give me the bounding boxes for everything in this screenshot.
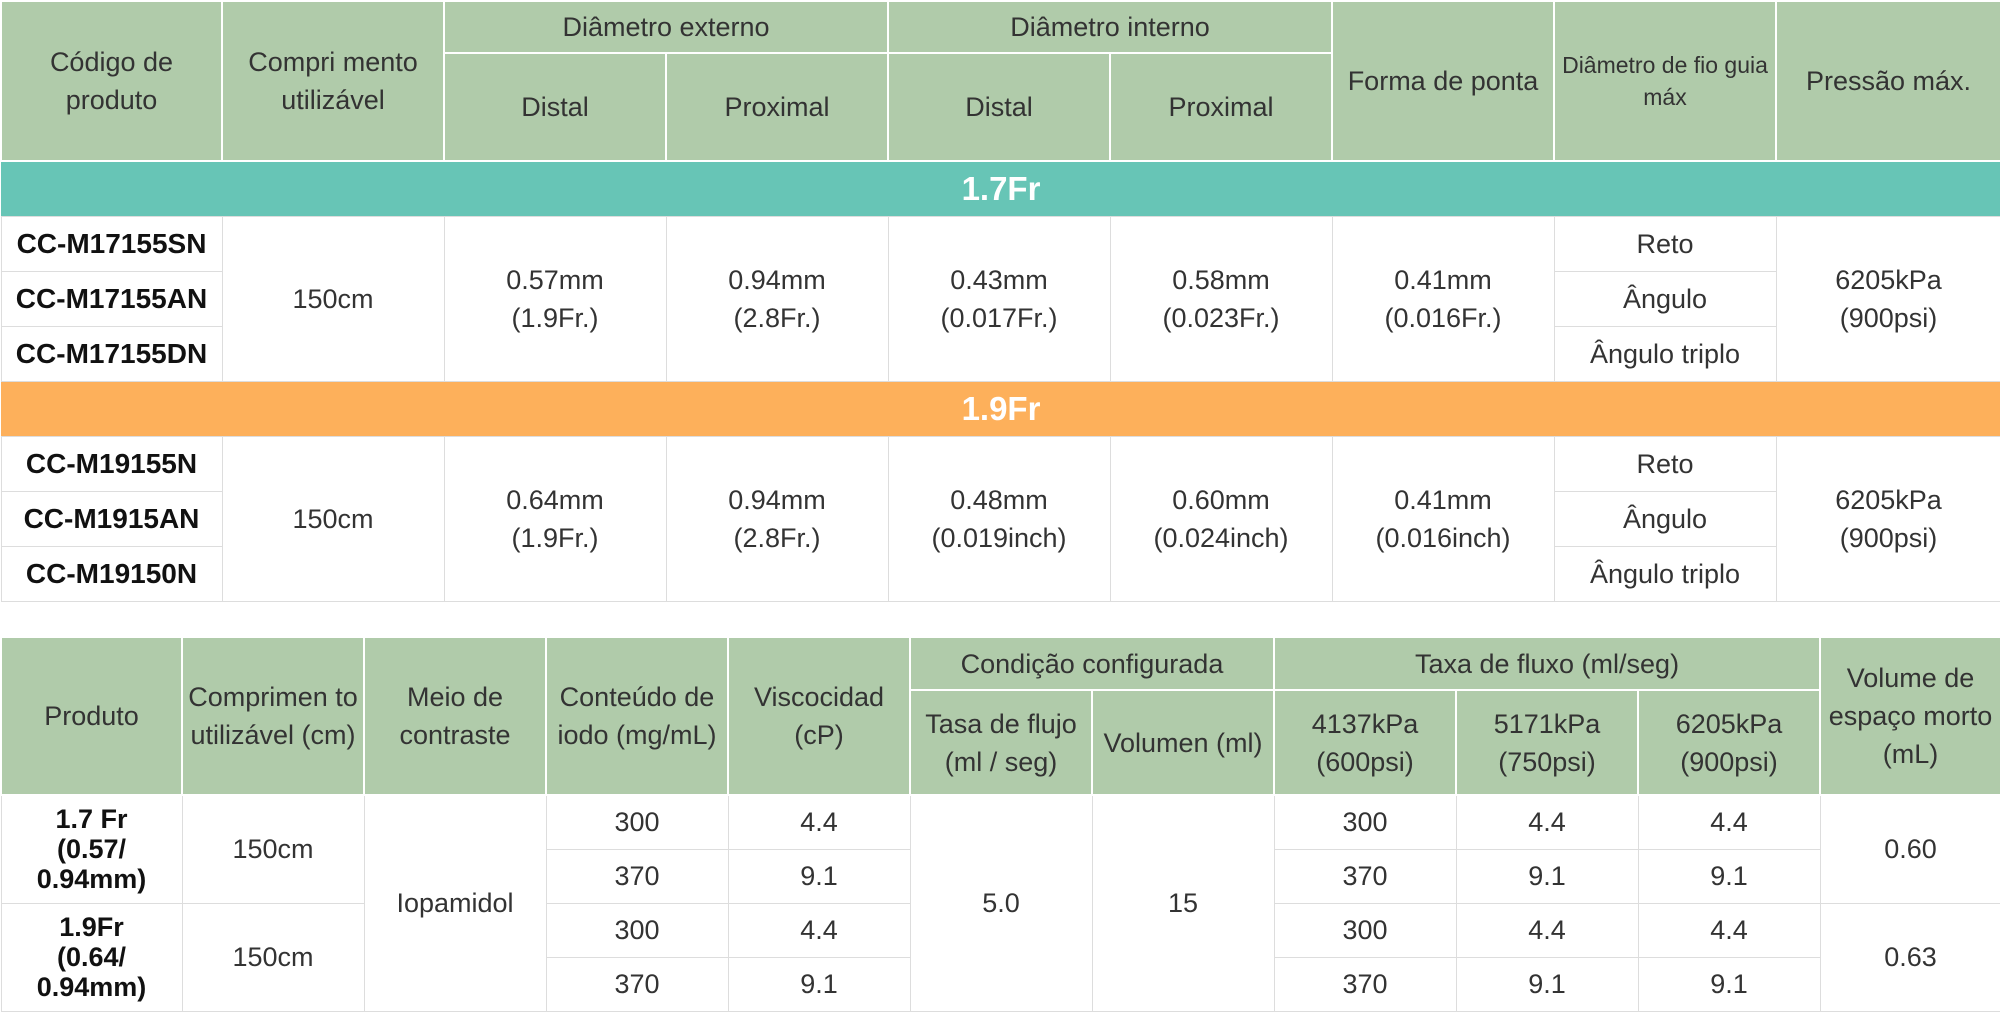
size-band-1-9fr: 1.9Fr bbox=[1, 381, 2000, 436]
flow-900: 9.1 bbox=[1637, 956, 1821, 1012]
inner-distal-value: 0.43mm(0.017Fr.) bbox=[887, 215, 1111, 382]
tip-shape: Ângulo triplo bbox=[1553, 325, 1777, 382]
header-inner-distal: Distal bbox=[887, 52, 1111, 162]
viscosity: 4.4 bbox=[727, 902, 911, 958]
inner-distal-value: 0.48mm(0.019inch) bbox=[887, 435, 1111, 602]
header-product-code: Código de produto bbox=[0, 0, 223, 162]
product-name: 1.9Fr(0.64/0.94mm) bbox=[0, 902, 183, 1012]
header-flow-rate: Taxa de fluxo (ml/seg) bbox=[1272, 636, 1822, 691]
header-contrast-medium: Meio de contraste bbox=[363, 636, 547, 796]
flow-rate-table: Produto Comprimen to utilizável (cm) Mei… bbox=[0, 636, 2000, 1012]
outer-distal-value: 0.57mm(1.9Fr.) bbox=[443, 215, 667, 382]
header-usable-length: Compri mento utilizável bbox=[221, 0, 445, 162]
flow-600: 370 bbox=[1273, 956, 1457, 1012]
usable-length: 150cm bbox=[181, 902, 365, 1012]
header-dead-space: Volume de espaço morto (mL) bbox=[1819, 636, 2000, 796]
product-code: CC-M19150N bbox=[0, 545, 223, 602]
usable-length: 150cm bbox=[181, 794, 365, 904]
iodine-content: 300 bbox=[545, 794, 729, 850]
viscosity: 4.4 bbox=[727, 794, 911, 850]
product-code: CC-M17155SN bbox=[0, 215, 223, 272]
header-set-condition: Condição configurada bbox=[909, 636, 1275, 691]
flow-750: 9.1 bbox=[1455, 956, 1639, 1012]
flow-900: 4.4 bbox=[1637, 794, 1821, 850]
product-code: CC-M17155DN bbox=[0, 325, 223, 382]
outer-proximal-value: 0.94mm(2.8Fr.) bbox=[665, 215, 889, 382]
header-inner-diameter: Diâmetro interno bbox=[887, 0, 1333, 54]
viscosity: 9.1 bbox=[727, 956, 911, 1012]
inner-proximal-value: 0.60mm(0.024inch) bbox=[1109, 435, 1333, 602]
product-code: CC-M1915AN bbox=[0, 490, 223, 547]
guidewire-value: 0.41mm(0.016Fr.) bbox=[1331, 215, 1555, 382]
header-tip-shape: Forma de ponta bbox=[1331, 0, 1555, 162]
set-volume: 15 bbox=[1091, 794, 1275, 1012]
size-band-1-7fr: 1.7Fr bbox=[1, 161, 2000, 216]
header-max-pressure: Pressão máx. bbox=[1775, 0, 2000, 162]
max-pressure-value: 6205kPa(900psi) bbox=[1775, 435, 2000, 602]
flow-750: 4.4 bbox=[1455, 902, 1639, 958]
max-pressure-value: 6205kPa(900psi) bbox=[1775, 215, 2000, 382]
flow-600: 300 bbox=[1273, 902, 1457, 958]
usable-length: 150cm bbox=[221, 215, 445, 382]
set-rate: 5.0 bbox=[909, 794, 1093, 1012]
header-outer-diameter: Diâmetro externo bbox=[443, 0, 889, 54]
viscosity: 9.1 bbox=[727, 848, 911, 904]
dead-space: 0.63 bbox=[1819, 902, 2000, 1012]
iodine-content: 370 bbox=[545, 956, 729, 1012]
guidewire-value: 0.41mm(0.016inch) bbox=[1331, 435, 1555, 602]
header-set-volume: Volumen (ml) bbox=[1091, 689, 1275, 796]
tip-shape: Reto bbox=[1553, 215, 1777, 272]
header-pressure-900: 6205kPa (900psi) bbox=[1636, 689, 1822, 796]
flow-750: 4.4 bbox=[1455, 794, 1639, 850]
product-code: CC-M19155N bbox=[0, 435, 223, 492]
flow-600: 370 bbox=[1273, 848, 1457, 904]
usable-length: 150cm bbox=[221, 435, 445, 602]
flow-900: 4.4 bbox=[1637, 902, 1821, 958]
tip-shape: Reto bbox=[1553, 435, 1777, 492]
catheter-spec-table: Código de produto Compri mento utilizáve… bbox=[0, 0, 2000, 602]
header-outer-distal: Distal bbox=[443, 52, 667, 162]
flow-750: 9.1 bbox=[1455, 848, 1639, 904]
tip-shape: Ângulo triplo bbox=[1553, 545, 1777, 602]
tip-shape: Ângulo bbox=[1553, 270, 1777, 327]
dead-space: 0.60 bbox=[1819, 794, 2000, 904]
header-inner-proximal: Proximal bbox=[1109, 52, 1333, 162]
header-usable-length-cm: Comprimen to utilizável (cm) bbox=[181, 636, 365, 796]
header-pressure-750: 5171kPa (750psi) bbox=[1455, 689, 1639, 796]
iodine-content: 370 bbox=[545, 848, 729, 904]
header-outer-proximal: Proximal bbox=[665, 52, 889, 162]
header-iodine-content: Conteúdo de iodo (mg/mL) bbox=[545, 636, 729, 796]
outer-distal-value: 0.64mm(1.9Fr.) bbox=[443, 435, 667, 602]
product-name: 1.7 Fr(0.57/0.94mm) bbox=[0, 794, 183, 904]
header-guidewire-diameter: Diâmetro de fio guia máx bbox=[1553, 0, 1777, 162]
tip-shape: Ângulo bbox=[1553, 490, 1777, 547]
contrast-medium: Iopamidol bbox=[363, 794, 547, 1012]
header-viscosity: Viscocidad (cP) bbox=[727, 636, 911, 796]
flow-900: 9.1 bbox=[1637, 848, 1821, 904]
flow-600: 300 bbox=[1273, 794, 1457, 850]
header-pressure-600: 4137kPa (600psi) bbox=[1273, 689, 1457, 796]
outer-proximal-value: 0.94mm(2.8Fr.) bbox=[665, 435, 889, 602]
header-product: Produto bbox=[0, 636, 183, 796]
inner-proximal-value: 0.58mm(0.023Fr.) bbox=[1109, 215, 1333, 382]
header-set-rate: Tasa de flujo (ml / seg) bbox=[909, 689, 1093, 796]
product-code: CC-M17155AN bbox=[0, 270, 223, 327]
iodine-content: 300 bbox=[545, 902, 729, 958]
